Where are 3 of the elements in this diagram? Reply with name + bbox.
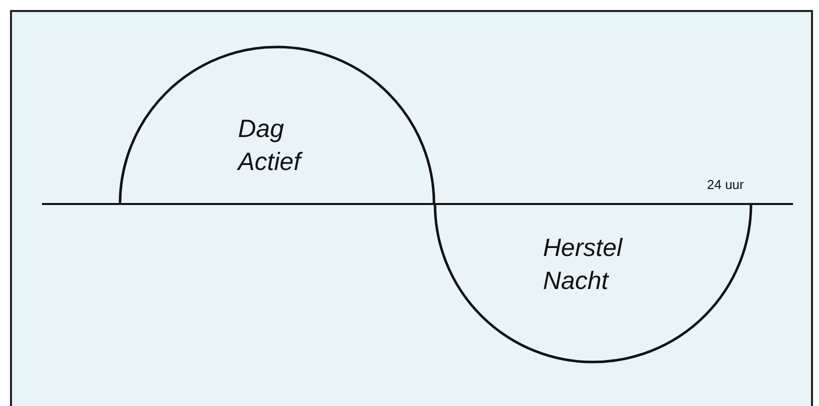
curve-label: Dag Actief xyxy=(238,114,304,178)
curve-label: Herstel Nacht xyxy=(543,233,624,297)
time-label: 24 uur xyxy=(707,177,744,192)
